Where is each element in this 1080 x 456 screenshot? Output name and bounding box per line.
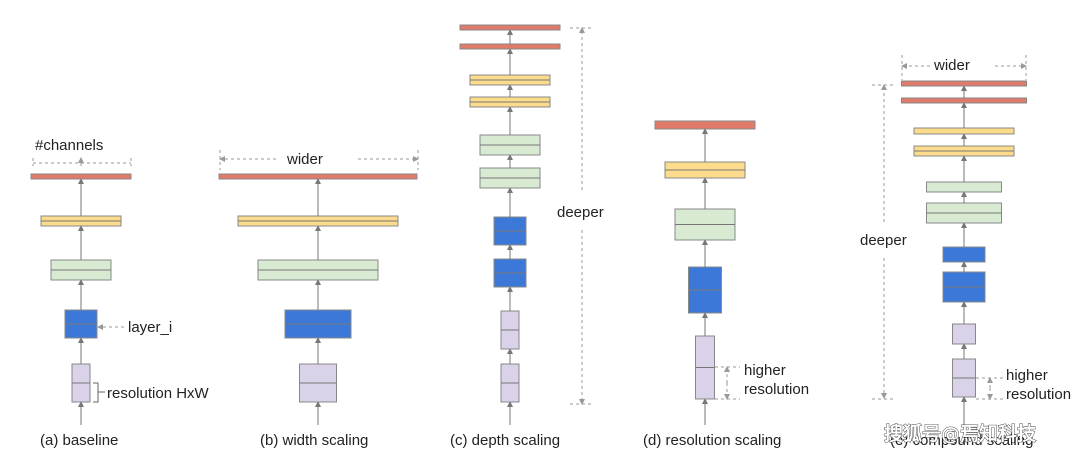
channels-label: #channels bbox=[35, 137, 103, 154]
block-red bbox=[901, 80, 1027, 87]
block-red bbox=[459, 43, 561, 50]
watermark: 搜狐号@焉知科技 bbox=[884, 422, 1037, 445]
caption-baseline: (a) baseline bbox=[40, 432, 118, 449]
wider-label: wider bbox=[286, 151, 323, 168]
block-green bbox=[926, 181, 1002, 193]
wider-label-e: wider bbox=[933, 57, 970, 74]
block-red bbox=[901, 97, 1027, 104]
caption-depth-scaling: (c) depth scaling bbox=[450, 432, 560, 449]
block-red bbox=[654, 120, 756, 130]
caption-compound-scaling: (e) compound scaling bbox=[890, 432, 1033, 449]
block-red bbox=[218, 173, 418, 180]
higher-label: higher bbox=[744, 362, 786, 379]
block-yellow bbox=[913, 127, 1015, 135]
deeper-label-e: deeper bbox=[860, 232, 907, 249]
block-lavender bbox=[952, 323, 976, 345]
resolution-label: resolution HxW bbox=[107, 385, 210, 402]
layer-label: layer_i bbox=[128, 319, 172, 336]
block-blue bbox=[942, 246, 986, 263]
higher-label-e: higher bbox=[1006, 367, 1048, 384]
block-red bbox=[459, 24, 561, 31]
resolution-bracket bbox=[93, 382, 105, 403]
deeper-label: deeper bbox=[557, 204, 604, 221]
caption-resolution-scaling: (d) resolution scaling bbox=[643, 432, 781, 449]
resolution-label-e: resolution bbox=[1006, 386, 1071, 403]
caption-width-scaling: (b) width scaling bbox=[260, 432, 368, 449]
block-red bbox=[30, 173, 132, 180]
resolution-label-d: resolution bbox=[744, 381, 809, 398]
